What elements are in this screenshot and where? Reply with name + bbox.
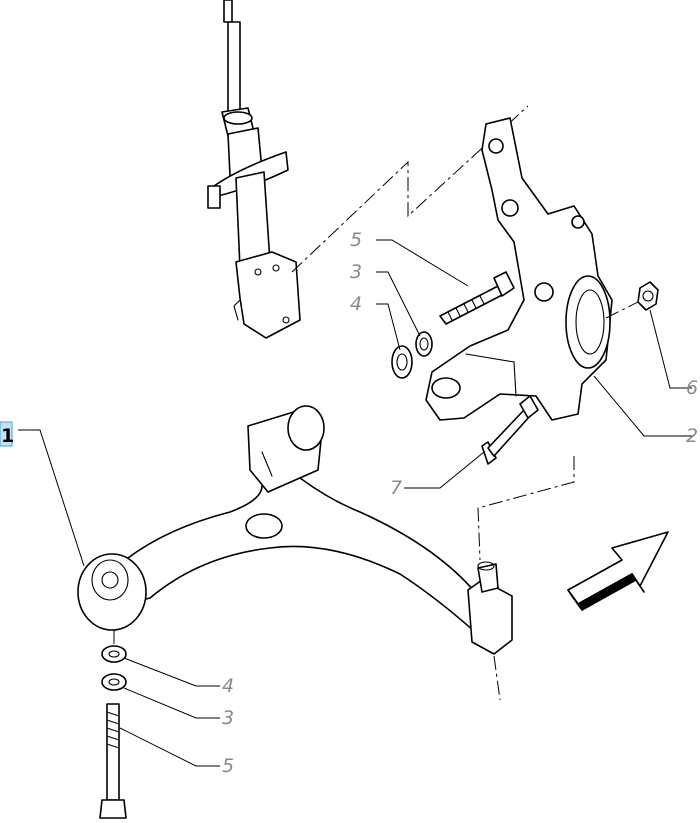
leader-lines — [18, 239, 692, 767]
callout-3-top[interactable]: 3 — [350, 261, 362, 283]
callout-3-bottom[interactable]: 3 — [222, 707, 234, 729]
lower-control-arm — [77, 405, 513, 655]
steering-knuckle — [425, 117, 613, 421]
callout-2[interactable]: 2 — [686, 425, 698, 447]
callout-5-bottom[interactable]: 5 — [222, 755, 234, 777]
direction-arrow — [567, 531, 669, 611]
callout-6[interactable]: 6 — [686, 377, 698, 399]
callout-4-top[interactable]: 4 — [350, 293, 362, 315]
spring-washer-upper — [391, 345, 413, 379]
assembly-axis-strut — [291, 105, 529, 273]
spring-washer-lower — [101, 673, 127, 691]
pinch-bolt — [481, 395, 539, 465]
shock-absorber — [207, 0, 301, 339]
washer-upper — [415, 331, 433, 357]
washer-lower — [101, 645, 127, 663]
assembly-axis-balljoint — [477, 456, 575, 561]
callout-7[interactable]: 7 — [390, 477, 402, 499]
callout-5-top[interactable]: 5 — [350, 229, 362, 251]
nut — [637, 281, 659, 311]
assembly-axis-lower — [493, 655, 501, 701]
long-bolt-lower — [99, 703, 127, 819]
callout-highlight — [0, 421, 13, 447]
callout-4-bottom[interactable]: 4 — [222, 675, 234, 697]
callout-1[interactable]: 1 — [1, 425, 14, 447]
assembly-axis-nut — [605, 295, 651, 319]
long-bolt-upper — [439, 271, 515, 325]
